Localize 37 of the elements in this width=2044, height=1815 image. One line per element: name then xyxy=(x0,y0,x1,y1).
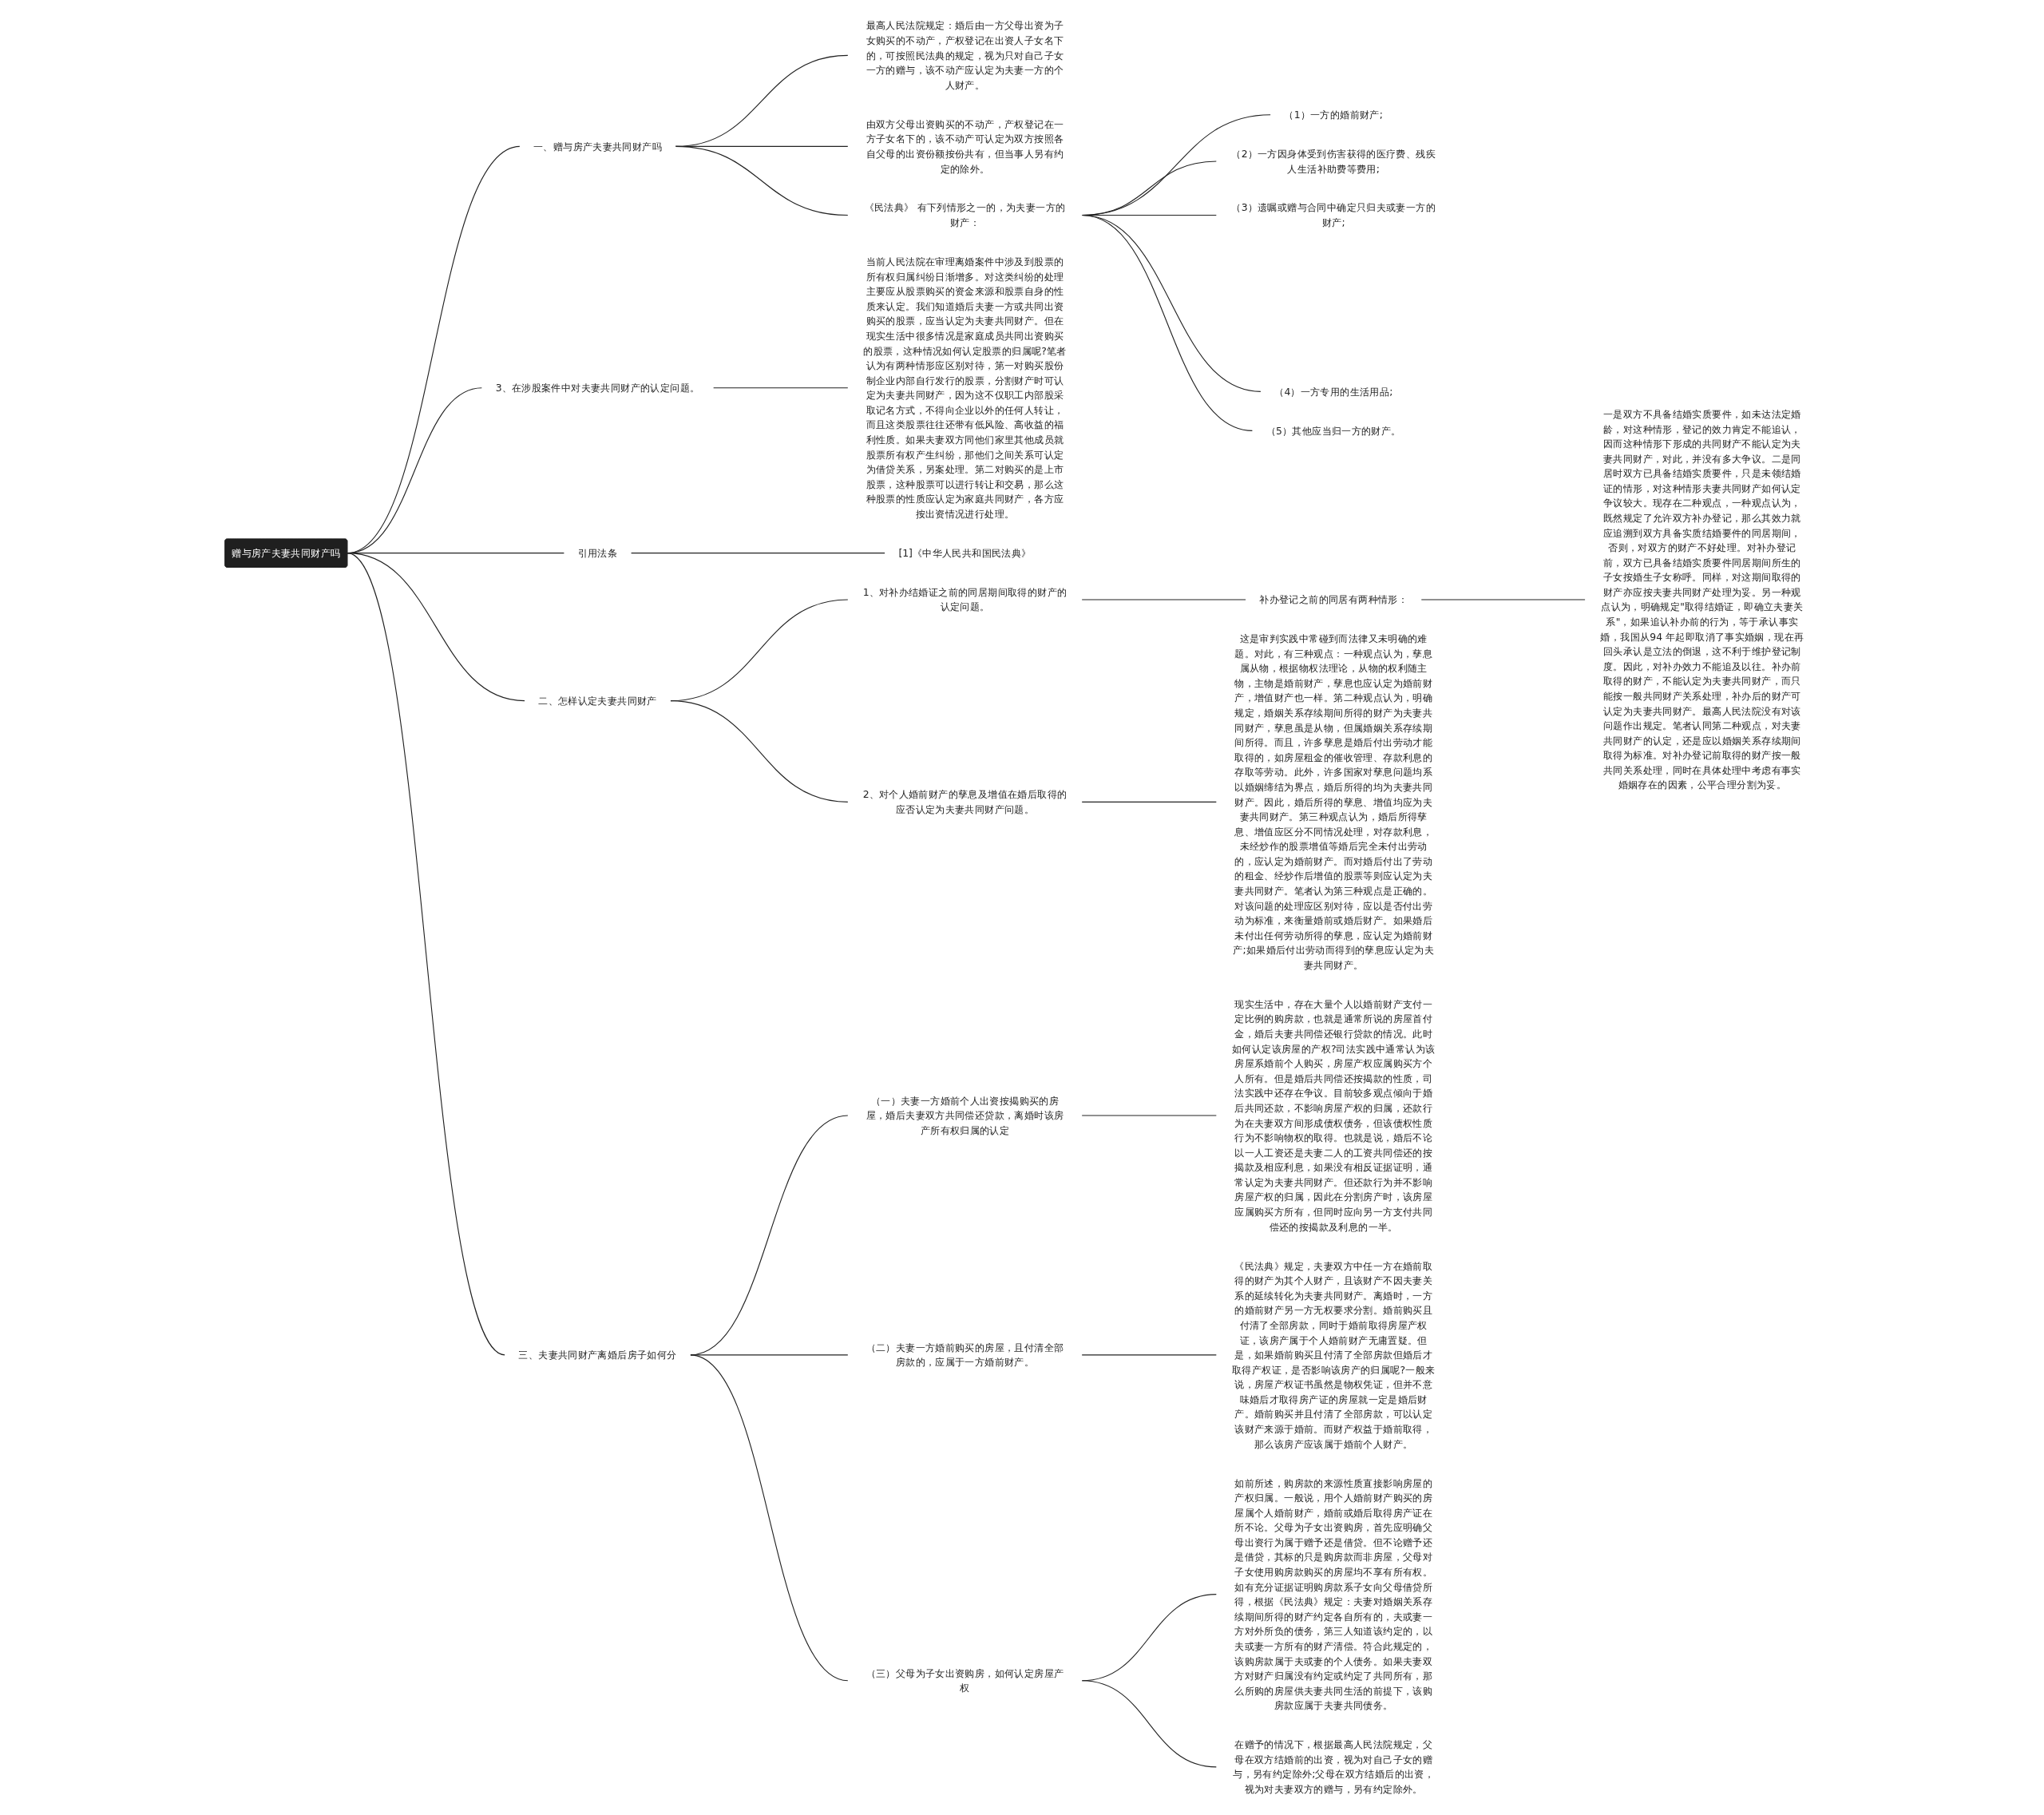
node-text: 二、怎样认定夫妻共同财产 xyxy=(538,695,657,707)
node-text: （一）夫妻一方婚前个人出资按揭购买的房屋，婚后夫妻双方共同偿还贷款，离婚时该房产所有权归属的认定 xyxy=(866,1095,1064,1136)
node-text: （1）一方的婚前财产; xyxy=(1284,109,1383,121)
node-text: 当前人民法院在审理离婚案件中涉及到股票的所有权归属纠纷日渐增多。对这类纠纷的处理主要应从股票购买的资金来源和股票自身的性质来认定。我们知道婚后夫妻一方或共同出资购买的股票，应当认定为夫妻共同财产。但在现实生活中很多情况是家庭成员共同出资购买的股票，这种情况如何认定股票的归属呢?笔者认为有两种情形应区别对待，第一对购买股份制企业内部自行发行的股票，分割财产时可认定为夫妻共同财产，因为这不仅职工内部股采取记名方式，不得向企业以外的任何人转让，而且这类股票往往还带有低风险、高收益的福利性质。如果夫妻双方同他们家里其他成员就股票所有权产生纠纷，那他们之间关系可认定为借贷关系，另案处理。第二对购买的是上市股票，这种股票可以进行转让和交易，那么这种股票的性质应认定为家庭共同财产，各方应按出资情况进行处理。 xyxy=(863,256,1067,520)
connector xyxy=(712,387,849,389)
node-text: 三、夫妻共同财产离婚后房子如何分 xyxy=(518,1349,677,1361)
connector xyxy=(1081,1680,1218,1768)
node-text: 一、赠与房产夫妻共同财产吗 xyxy=(533,141,663,153)
node-text: 1、对补办结婚证之前的同居期间取得的财产的认定问题。 xyxy=(862,586,1068,613)
node-text: 由双方父母出资购买的不动产，产权登记在一方子女名下的，该不动产可认定为双方按照各自父母的出资份额按份共有，但当事人另有约定的除外。 xyxy=(866,118,1064,175)
node-text: （4）一方专用的生活用品; xyxy=(1274,386,1393,398)
node-text: 2、对个人婚前财产的孳息及增值在婚后取得的应否认定为夫妻共同财产问题。 xyxy=(862,789,1068,815)
node-text: （3）遗嘱或赠与合同中确定只归夫或妻一方的财产; xyxy=(1231,202,1436,228)
node-text: （2）一方因身体受到伤害获得的医疗费、残疾人生活补助费等费用; xyxy=(1231,148,1436,175)
node-text: 这是审判实践中常碰到而法律又未明确的难题。对此，有三种观点：一种观点认为，孳息属从物，根据物权法理论，从物的权利随主物，主物是婚前财产，孳息也应认定为婚前财产，增值财产也一样。第二种观点认为，明确规定，婚姻关系存续期间所得的财产为夫妻共同财产，孳息虽是从物，但属婚姻关系存续期间所得。而且，许多孳息是婚后付出劳动才能取得的，如房屋租金的催收管理、存款利息的存取等劳动。此外，许多国家对孳息问题均系以婚姻缔结为界点，婚后所得的均为夫妻共同财产。因此，婚后所得的孳息、增值均应为夫妻共同财产。第三种观点认为，婚后所得孳息、增值应区分不同情况处理，对存款利息，未经炒作的股票增值等婚后完全未付出劳动的，应认定为婚前财产。而对婚后付出了劳动的租金、经炒作后增值的股票等则应认定为夫妻共同财产。笔者认为第三种观点是正确的。对该问题的处理应区别对待，应以是否付出劳动为标准，来衡量婚前或婚后财产。如果婚后未付出任何劳动所得的孳息，应认定为婚前财产;如果婚后付出劳动而得到的孳息应认定为夫妻共同财产。 xyxy=(1233,632,1435,971)
node-text: 最高人民法院规定：婚后由一方父母出资为子女购买的不动产，产权登记在出资人子女名下的，可按照民法典的规定，视为只对自己子女一方的赠与，该不动产应认定为夫妻一方的个人财产。 xyxy=(866,20,1064,91)
node-text: 3、在涉股案件中对夫妻共同财产的认定问题。 xyxy=(495,382,700,394)
connector xyxy=(347,553,506,1356)
node-text: 《民法典》 有下列情形之一的，为夫妻一方的财产： xyxy=(864,202,1066,228)
node-text: 现实生活中，存在大量个人以婚前财产支付一定比例的购房款，也就是通常所说的房屋首付金，婚后夫妻共同偿还银行贷款的情况。此时如何认定该房屋的产权?司法实践中通常认为该房屋系婚前个人购买，房屋产权应属购买方个人所有。但是婚后共同偿还按揭款的性质，司法实践中还存在争议。目前较多观点倾向于婚后共同还款，不影响房屋产权的归属，还款行为在夫妻双方间形成债权债务，但该债权性质行为不影响物权的取得。也就是说，婚后不论以一人工资还是夫妻二人的工资共同偿还的按揭款及相应利息，如果没有相反证据证明，通常认定为夫妻共同财产。但还款行为并不影响房屋产权的归属，因此在分割房产时，该房屋应属购买方所有，但同时应向另一方支付共同偿还的按揭款及利息的一半。 xyxy=(1232,998,1436,1233)
node-text: 在赠予的情况下，根据最高人民法院规定，父母在双方结婚前的出资，视为对自己子女的赠与，另有约定除外;父母在双方结婚后的出资，视为对夫妻双方的赠与，另有约定除外。 xyxy=(1233,1738,1435,1795)
node-text: 一是双方不具备结婚实质要件，如未达法定婚龄，对这种情形，登记的效力肯定不能追认，因而这种情形下形成的共同财产不能认定为夫妻共同财产，对此，并没有多大争议。二是同居时双方已具备结婚实质要件，只是未领结婚证的情形，对这种情形夫妻共同财产如何认定争议较大。现存在二种观点，一种观点认为，既然规定了允许双方补办登记，那么其效力就应追溯到双方具备实质结婚要件的同居期间，否则，对双方的财产不好处理。对补办登记前，双方已具备结婚实质要件同居期间所生的子女按婚生子女称呼。同样，对这期间取得的财产亦应按夫妻共同财产处理为妥。另一种观点认为，明确规定"取得结婚证，即确立夫妻关系"，如果追认补办前的行为，等于承认事实婚，我国从94 年起即取消了事实婚姻，现在再回头承认是立法的倒退，这不利于维护登记制度。因此，对补办效力不能追及以往。补办前取得的财产，不能认定为夫妻共同财产，而只能按一般共同财产关系处理，补办后的财产可认定为夫妻共同财产。最高人民法院没有对该问题作出规定。笔者认同第二种观点，对夫妻共同财产的认定，还是应以婚姻关系存续期间取得为标准。对补办登记前取得的财产按一般共同关系处理，同时在具体处理中考虑有事实婚姻存在的因素，公平合理分割为妥。 xyxy=(1600,408,1804,791)
node-text: （三）父母为子女出资购房，如何认定房屋产权 xyxy=(866,1667,1064,1694)
connector xyxy=(1081,215,1254,431)
connector xyxy=(1081,1354,1218,1356)
node-text: 如前所述，购房款的来源性质直接影响房屋的产权归属。一般说，用个人婚前财产购买的房屋属个人婚前财产，婚前或婚后取得房产证在所不论。父母为子女出资购房，首先应明确父母出资行为属于赠予还是借贷。但不论赠予还是借贷，其标的只是购房款而非房屋，父母对子女使用购房款购买的房屋均不享有所有权。如有充分证据证明购房款系子女向父母借贷所得，根据《民法典》规定：夫妻对婚姻关系存续期间所得的财产约定各自所有的，夫或妻一方对外所负的债务，第三人知道该约定的，以夫或妻一方所有的财产清偿。符合此规定的，该购房款属于夫或妻的个人债务。如果夫妻双方对财产归属没有约定或约定了共同所有，那么所购的房屋供夫妻共同生活的前提下，该购房款应属于夫妻共同债务。 xyxy=(1234,1477,1433,1712)
node-text: 补办登记之前的同居有两种情形： xyxy=(1259,593,1408,605)
node-text: 《民法典》规定，夫妻双方中任一方在婚前取得的财产为其个人财产，且该财产不因夫妻关系的延续转化为夫妻共同财产。离婚时，一方的婚前财产另一方无权要求分割。婚前购买且付清了全部房款，同时于婚前取得房屋产权证，该房产属于个人婚前财产无庸置疑。但是，如果婚前购买且付清了全部房款但婚后才取得产权证，是否影响该房产的归属呢?一般来说，房屋产权证书虽然是物权凭证，但并不意味婚后才取得房产证的房屋就一定是婚后财产。婚前购买并且付清了全部房款，可以认定该财产来源于婚前。而财产权益于婚前取得，那么该房产应该属于婚前个人财产。 xyxy=(1232,1260,1436,1450)
node-text: [1]《中华人民共和国民法典》 xyxy=(898,547,1032,559)
connector xyxy=(1081,801,1218,802)
connector xyxy=(630,553,886,554)
connector xyxy=(689,1354,849,1682)
node-text: （5）其他应当归一方的财产。 xyxy=(1266,425,1401,437)
node-text: 引用法条 xyxy=(577,547,618,559)
connector xyxy=(675,145,849,216)
connector xyxy=(670,700,849,802)
node-text: （二）夫妻一方婚前购买的房屋，且付清全部房款的，应属于一方婚前财产。 xyxy=(866,1341,1064,1369)
